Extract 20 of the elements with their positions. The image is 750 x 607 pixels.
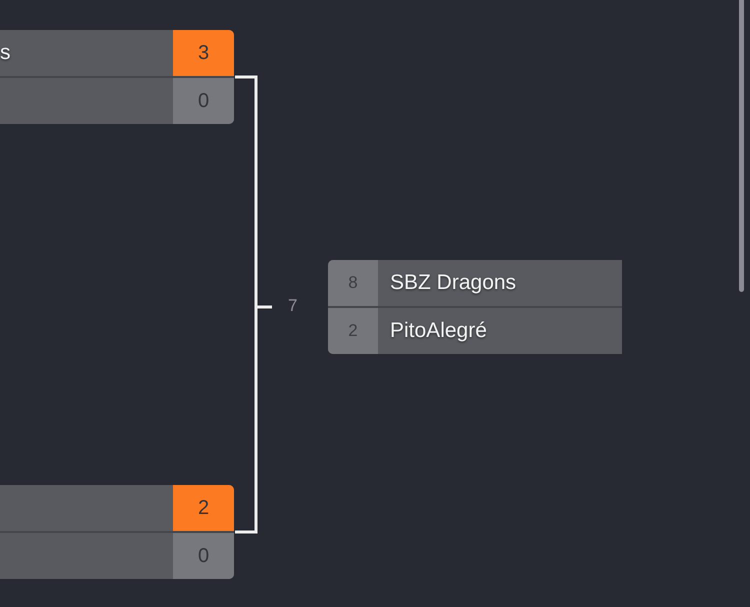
team-name: PitoAlegré [389, 318, 487, 344]
score-cell: 3 [173, 30, 234, 76]
team-row [0, 533, 234, 579]
team-row [328, 308, 622, 354]
team-row [0, 78, 234, 124]
team-name: SBZ Dragons [389, 270, 516, 296]
team-row [0, 485, 234, 531]
score-cell: 0 [173, 533, 234, 579]
match-number: 7 [288, 296, 298, 316]
match-box [328, 260, 622, 354]
score-cell: 0 [173, 78, 234, 124]
team-name: s [0, 40, 10, 66]
team-row [0, 30, 234, 76]
team-row [328, 260, 622, 306]
match-box [0, 30, 234, 124]
seed-cell: 2 [328, 308, 378, 354]
match-box [0, 485, 234, 579]
score-cell: 2 [173, 485, 234, 531]
seed-cell: 8 [328, 260, 378, 306]
bracket-line [235, 306, 272, 534]
